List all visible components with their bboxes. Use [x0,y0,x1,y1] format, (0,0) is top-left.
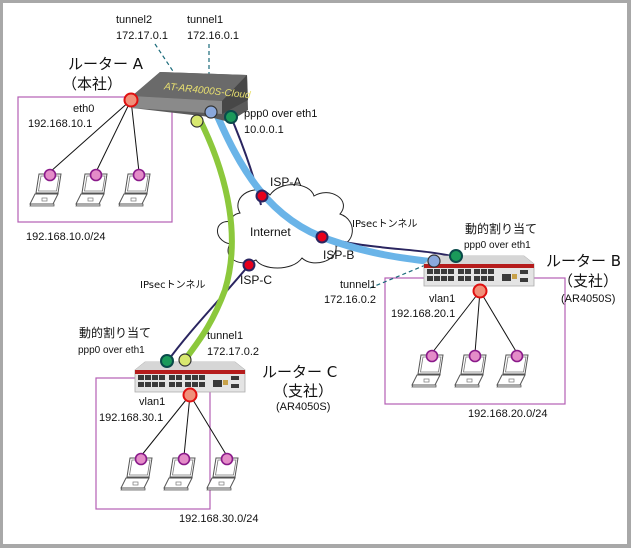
router-b-tunnel-name: tunnel1 [340,279,377,291]
isp-a-label: ISP-A [270,175,302,189]
router-b-wan-assign: 動的割り当て [465,222,538,236]
lan-links-c [140,394,228,457]
router-c-lan-ip: 192.168.30.1 [99,412,164,424]
router-c-vlan1-node [182,387,198,403]
router-c-wan-name: ppp0 over eth1 [78,345,145,356]
router-b-name: ルーター B [546,252,622,270]
router-b-lan-if: vlan1 [429,293,456,305]
router-a-wan-name: ppp0 over eth1 [244,108,318,120]
isp-b-node [315,230,329,244]
router-c-lan-if: vlan1 [139,396,166,408]
pc-node [43,168,57,182]
router-a-tunnel1-name: tunnel1 [187,14,224,26]
router-c-role: （支社） [273,382,334,400]
router-c-lan-subnet: 192.168.30.0/24 [179,513,259,525]
router-a-eth0-node [123,92,139,108]
router-b-model: (AR4050S) [561,293,616,305]
router-b-tunnel-label: IPsecトンネル [352,219,418,230]
router-a-device[interactable]: AT-AR4000S-Cloud [132,72,251,122]
router-b-tunnel-ip: 172.16.0.2 [324,294,376,306]
pc-node [220,452,234,466]
router-c-tunnel-ip: 172.17.0.2 [207,346,259,358]
router-b-lan-ip: 192.168.20.1 [391,308,456,320]
router-c-tunnel1-node [178,353,192,367]
router-c-name: ルーター C [262,363,338,381]
router-a-tunnel2-ip: 172.17.0.1 [116,30,168,42]
router-a-tunnel1-ip: 172.16.0.1 [187,30,239,42]
router-b-tunnel1-node [427,254,441,268]
lan-links-a [49,99,140,173]
router-b-ppp0-node [449,249,463,263]
router-a-lan-subnet: 192.168.10.0/24 [26,231,106,243]
router-b-lan-subnet: 192.168.20.0/24 [468,408,548,420]
pc-node [468,349,482,363]
router-a-lan-if: eth0 [73,103,95,115]
ipsec-tunnel-c [182,115,235,363]
ppp-line-c [166,264,250,363]
lan-box-a [17,96,173,223]
isp-c-node [242,258,256,272]
router-a-tunnel2-node [190,114,204,128]
pc-node [510,349,524,363]
router-a-role: （本社） [62,75,123,93]
router-b-role: （支社） [558,272,619,290]
internet-cloud [217,184,353,269]
isp-c-label: ISP-C [240,273,273,287]
router-c-ppp0-node [160,354,174,368]
isp-a-node [255,189,269,203]
pc-node [425,349,439,363]
pc-node [89,168,103,182]
router-a-wan-ip: 10.0.0.1 [244,124,284,136]
tunnel1-b-leader [369,263,429,289]
router-a-ppp0-node [224,110,238,124]
router-a-tunnel2-name: tunnel2 [116,14,153,26]
router-c-wan-assign: 動的割り当て [79,326,152,340]
router-c-tunnel-label: IPsecトンネル [140,280,206,291]
internet-label: Internet [250,225,291,239]
isp-b-label: ISP-B [323,248,355,262]
router-a-name: ルーター A [68,55,144,73]
router-b-vlan1-node [472,283,488,299]
lan-links-b [431,290,518,354]
pc-node [132,168,146,182]
pc-node [134,452,148,466]
router-b-wan-name: ppp0 over eth1 [464,240,531,251]
router-a-tunnel1-node [204,105,218,119]
router-a-lan-ip: 192.168.10.1 [28,118,93,130]
pc-node [177,452,191,466]
router-c-model: (AR4050S) [276,401,331,413]
router-c-tunnel-name: tunnel1 [207,330,244,342]
